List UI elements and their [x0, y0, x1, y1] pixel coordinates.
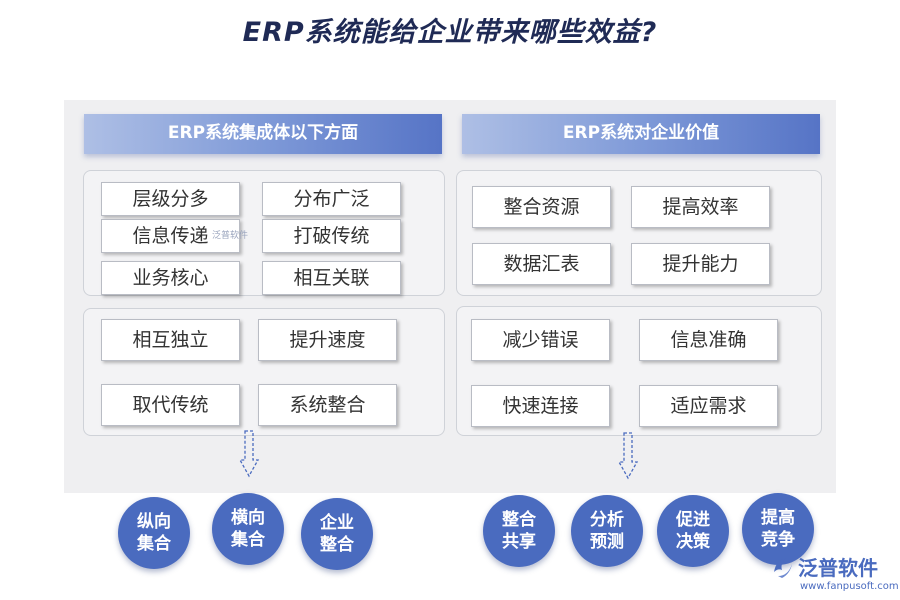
left-down-arrow-icon — [238, 430, 260, 478]
right-down-arrow-icon — [617, 432, 639, 480]
tag-info-transfer: 信息传递 — [101, 219, 240, 253]
tag-distributed: 分布广泛 — [262, 182, 401, 216]
tag-system-integration: 系统整合 — [258, 384, 397, 426]
tag-meet-needs: 适应需求 — [639, 385, 778, 427]
circle-horizontal-integration: 横向 集合 — [212, 493, 284, 565]
left-header: ERP系统集成体以下方面 — [84, 114, 442, 154]
tag-reduce-errors: 减少错误 — [471, 319, 610, 361]
tag-integrate-resources: 整合资源 — [472, 186, 611, 228]
circle-analyze-predict: 分析 预测 — [571, 495, 643, 567]
circle-enterprise-integration: 企业 整合 — [301, 498, 373, 570]
watermark-small: 泛普软件 — [212, 231, 249, 241]
circle-vertical-integration: 纵向 集合 — [118, 497, 190, 569]
tag-speed-up: 提升速度 — [258, 319, 397, 361]
tag-replace-tradition: 取代传统 — [101, 384, 240, 426]
tag-hierarchy: 层级分多 — [101, 182, 240, 216]
tag-fast-connect: 快速连接 — [471, 385, 610, 427]
brand-logo: 泛普软件 www.fanpusoft.com — [770, 552, 899, 597]
tag-independent: 相互独立 — [101, 319, 240, 361]
tag-break-tradition: 打破传统 — [262, 219, 401, 253]
circle-promote-decision: 促进 决策 — [657, 495, 729, 567]
tag-accurate-info: 信息准确 — [639, 319, 778, 361]
circle-integrate-share: 整合 共享 — [483, 495, 555, 567]
page-title: ERP系统能给企业带来哪些效益? — [242, 17, 658, 48]
tag-improve-capability: 提升能力 — [631, 243, 770, 285]
logo-name: 泛普软件 — [798, 556, 878, 580]
tag-interrelated: 相互关联 — [262, 261, 401, 295]
tag-business-core: 业务核心 — [101, 261, 240, 295]
tag-improve-efficiency: 提高效率 — [631, 186, 770, 228]
right-header: ERP系统对企业价值 — [462, 114, 820, 154]
tag-data-summary: 数据汇表 — [472, 243, 611, 285]
logo-mark-icon — [774, 558, 792, 578]
logo-url: www.fanpusoft.com — [800, 581, 899, 592]
circle-improve-competition: 提高 竞争 — [742, 493, 814, 565]
